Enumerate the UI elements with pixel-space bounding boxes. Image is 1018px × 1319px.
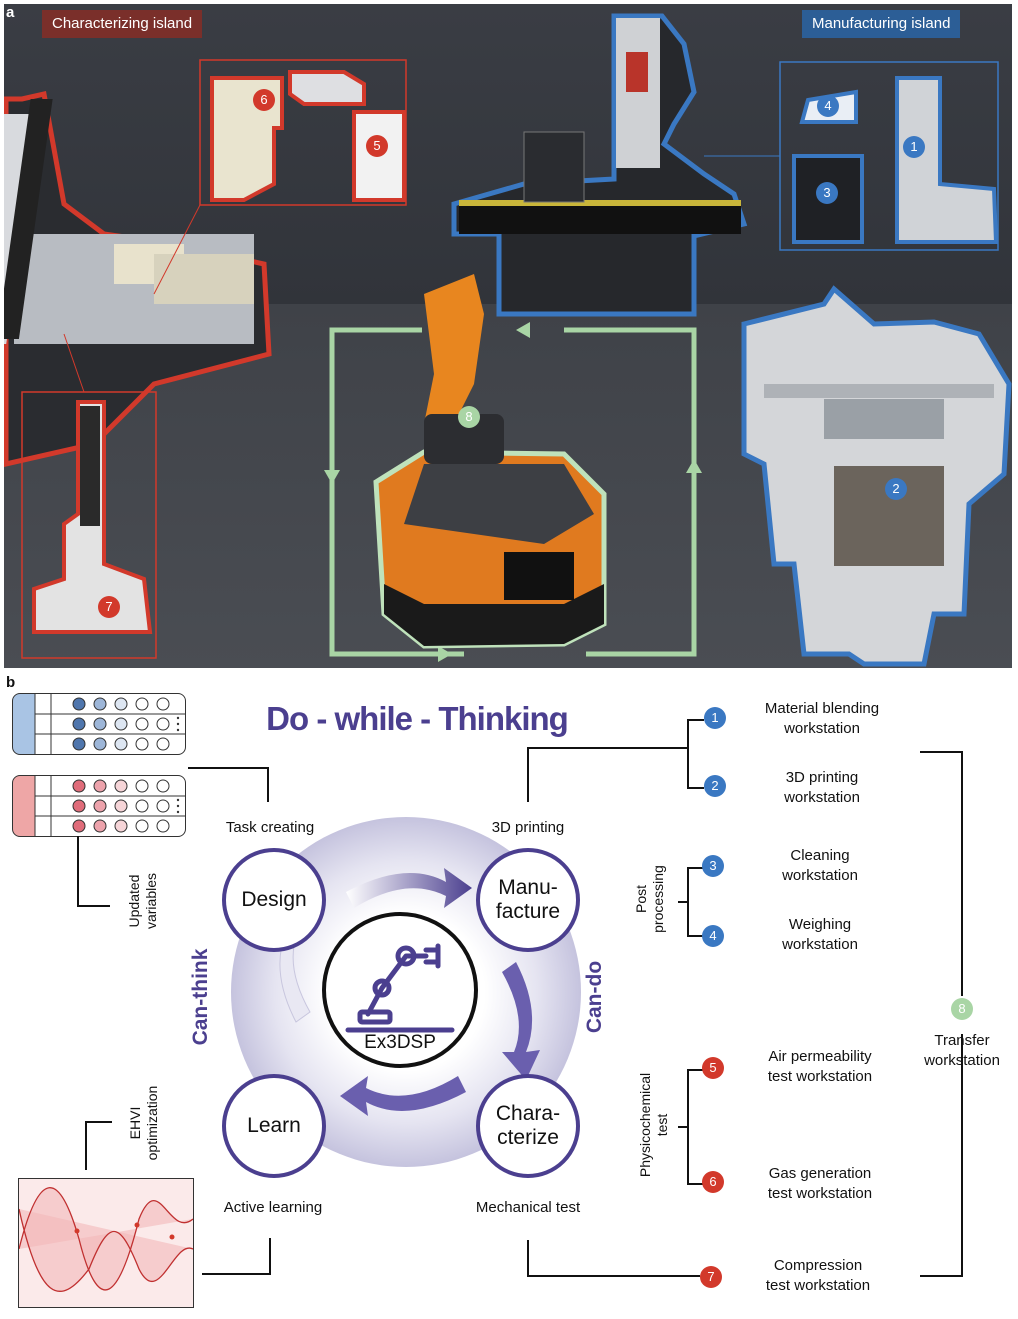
ws-label-2: 3D printing workstation: [784, 769, 860, 806]
ws-badge-8: 8: [951, 998, 973, 1020]
arrow-characterize-to-learn: [340, 1076, 466, 1116]
arrow-manufacture-to-characterize: [502, 962, 540, 1080]
connector-lines: [77, 719, 963, 1277]
badge-8: 8: [458, 406, 480, 428]
manufacturing-island-tag: Manufacturing island: [802, 10, 961, 38]
characterizing-island-tag: Characterizing island: [42, 10, 203, 38]
can-think-label: Can-think: [189, 948, 212, 1046]
ex3dsp-center: Ex3DSP: [322, 912, 478, 1068]
variables-grid-red: [12, 775, 186, 837]
ws-label-8: Transfer workstation: [924, 1032, 1000, 1069]
diagram-title: Do - while - Thinking: [266, 700, 569, 737]
node-learn: Learn: [222, 1074, 326, 1178]
ws-badge-6: 6: [702, 1171, 724, 1193]
lab-scene-drawing: [4, 13, 1012, 667]
badge-2: 2: [885, 478, 907, 500]
ws-label-4: Weighing workstation: [782, 916, 858, 953]
ws-badge-7: 7: [700, 1266, 722, 1288]
badge-4: 4: [817, 95, 839, 117]
node-design: Design: [222, 848, 326, 952]
variables-grid-blue: [12, 693, 186, 755]
ws-badge-4: 4: [702, 925, 724, 947]
caption-mechanical-test: Mechanical test: [475, 1199, 581, 1216]
caption-active-learning: Active learning: [223, 1199, 323, 1216]
ehvi-optimization-label: EHVI optimization: [127, 1085, 160, 1161]
ehvi-curve-plot: [18, 1178, 194, 1308]
robot-arm-icon: [345, 943, 455, 1033]
ws-badge-1: 1: [704, 707, 726, 729]
node-manufacture: Manu- facture: [476, 848, 580, 952]
arrow-design-to-manufacture: [346, 868, 472, 908]
caption-task-creating: Task creating: [225, 819, 315, 836]
can-do-label: Can-do: [583, 960, 606, 1034]
lab-photo: Characterizing island Manufacturing isla…: [4, 4, 1012, 668]
ws-label-6: Gas generation test workstation: [767, 1165, 873, 1202]
panel-b-letter: b: [6, 674, 16, 691]
ws-label-5: Air permeability test workstation: [767, 1048, 873, 1085]
ws-label-7: Compression test workstation: [765, 1257, 871, 1294]
badge-3: 3: [816, 182, 838, 204]
post-processing-label: Post processing: [633, 865, 666, 933]
caption-3d-printing: 3D printing: [491, 819, 565, 836]
ws-label-1: Material blending workstation: [764, 700, 880, 737]
ex3dsp-label: Ex3DSP: [364, 1032, 436, 1053]
badge-7: 7: [98, 596, 120, 618]
panel-a-letter: a: [6, 4, 15, 21]
ws-badge-5: 5: [702, 1057, 724, 1079]
ws-badge-2: 2: [704, 775, 726, 797]
ws-badge-3: 3: [702, 855, 724, 877]
badge-1: 1: [903, 136, 925, 158]
badge-6: 6: [253, 89, 275, 111]
updated-variables-label: Updated variables: [126, 872, 159, 930]
physicochemical-test-label: Physicochemical test: [637, 1072, 670, 1178]
ws-label-3: Cleaning workstation: [782, 847, 858, 884]
node-characterize: Chara- cterize: [476, 1074, 580, 1178]
badge-5: 5: [366, 135, 388, 157]
